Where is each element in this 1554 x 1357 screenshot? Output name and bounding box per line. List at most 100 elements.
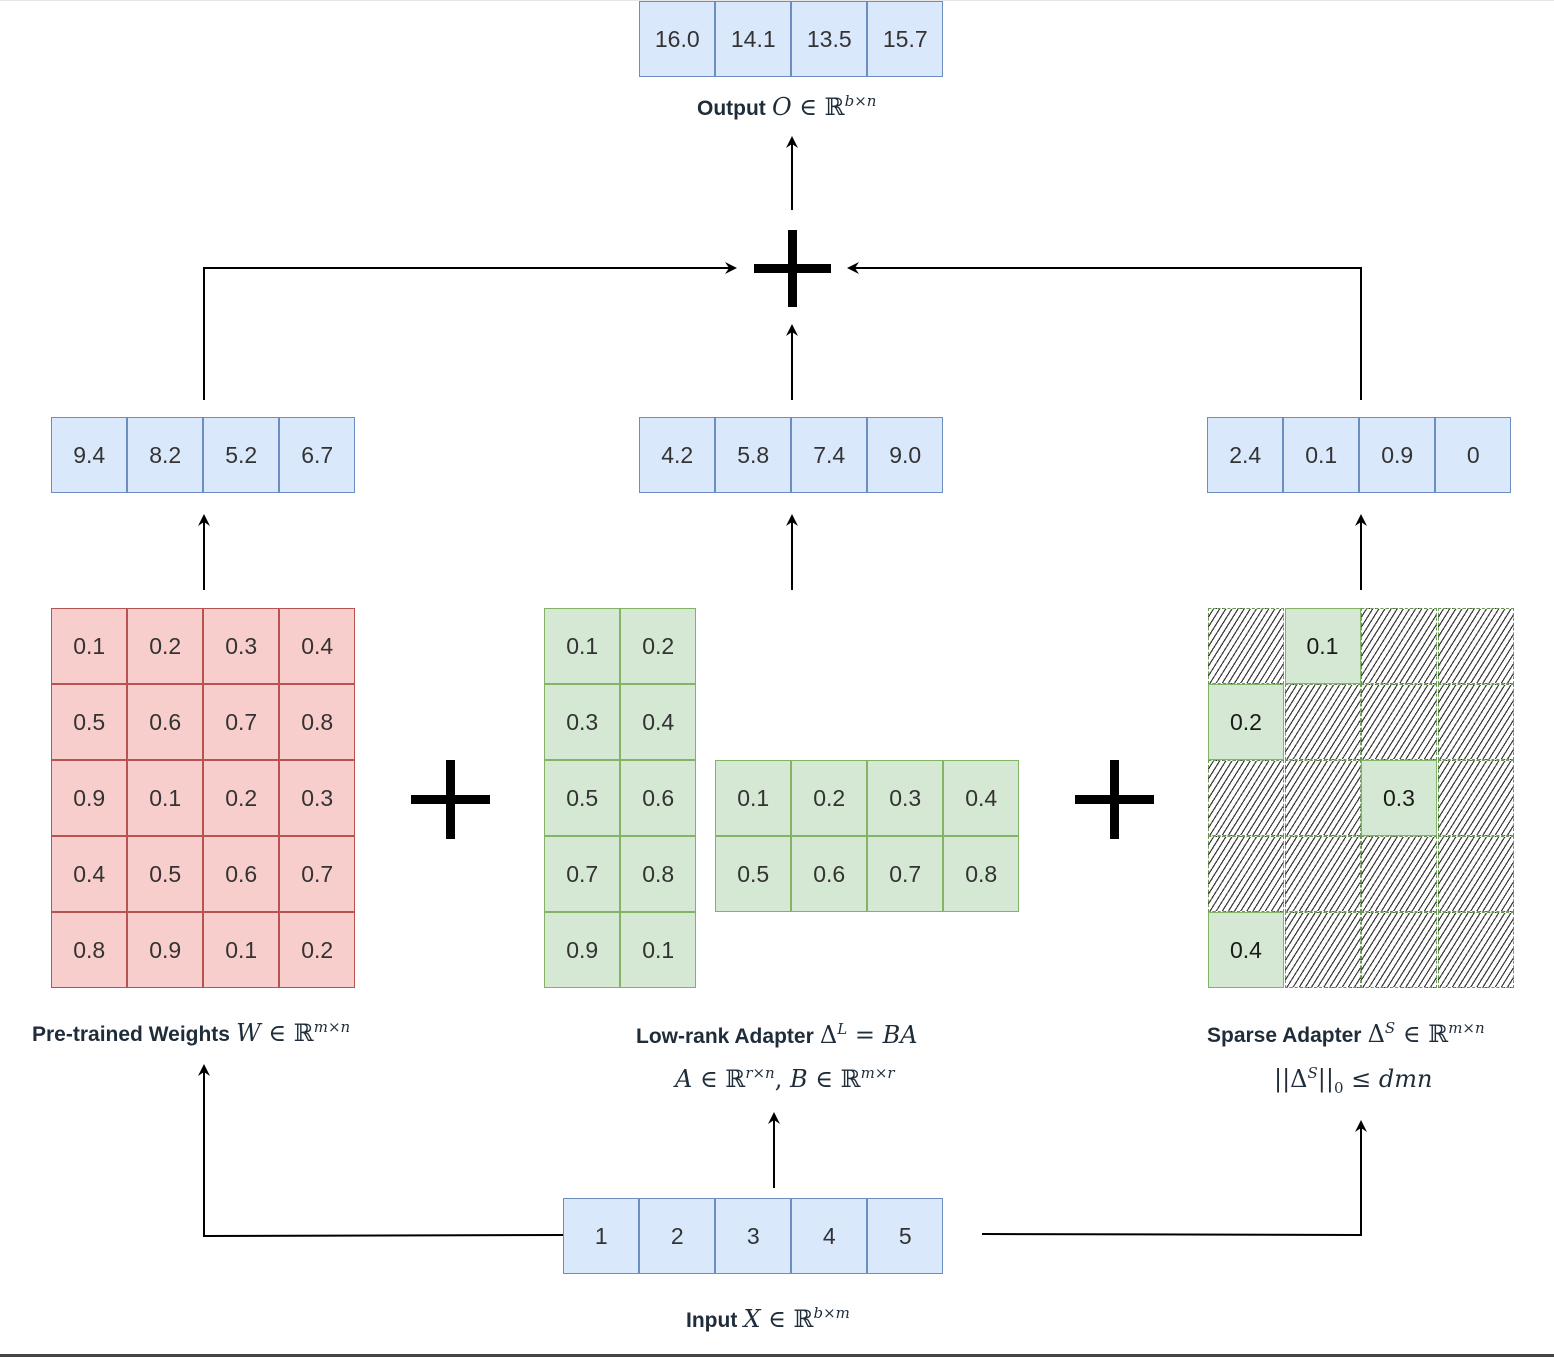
sparse-zero-cell bbox=[1361, 912, 1437, 988]
sparse-value-cell: 0.3 bbox=[1361, 760, 1437, 836]
bottom-border bbox=[0, 1354, 1554, 1357]
lowrank-adapter-label: Low-rank Adapter ΔL = BA bbox=[636, 1020, 918, 1049]
sparse-zero-cell bbox=[1208, 608, 1284, 684]
matrix-cell: 0 bbox=[1435, 417, 1512, 494]
sparse-adapter-formula: ΔS ∈ ℝm×n bbox=[1367, 1019, 1485, 1048]
sparse-zero-cell bbox=[1437, 608, 1514, 684]
sparse-zero-cell bbox=[1437, 836, 1514, 912]
matrix-cell: 0.4 bbox=[620, 684, 697, 761]
lowrank-adapter-formula: ΔL = BA bbox=[819, 1020, 918, 1049]
matrix-cell: 15.7 bbox=[867, 1, 944, 78]
output-label: Output O ∈ ℝb×n bbox=[697, 92, 877, 121]
matrix-cell: 4 bbox=[791, 1198, 868, 1275]
arrow-input-to-pretrained bbox=[198, 1064, 565, 1238]
pretrained-weights-label: Pre-trained Weights W ∈ ℝm×n bbox=[32, 1018, 351, 1047]
arrow-pretrained-to-sum bbox=[203, 262, 737, 400]
matrix-cell: 0.1 bbox=[715, 760, 792, 837]
matrix-cell: 0.2 bbox=[791, 760, 868, 837]
input-formula: X ∈ ℝb×m bbox=[743, 1304, 850, 1333]
sparse-adapter-label: Sparse Adapter ΔS ∈ ℝm×n bbox=[1207, 1019, 1485, 1048]
matrix-cell: 9.0 bbox=[867, 417, 944, 494]
matrix-cell: 0.6 bbox=[791, 836, 868, 913]
matrix-cell: 0.2 bbox=[279, 912, 356, 989]
sparse-value-cell: 0.4 bbox=[1208, 912, 1284, 988]
matrix-cell: 0.3 bbox=[544, 684, 621, 761]
matrix-cell: 0.7 bbox=[867, 836, 944, 913]
sparse-zero-cell bbox=[1437, 760, 1514, 836]
output-formula: O ∈ ℝb×n bbox=[771, 92, 877, 121]
matrix-cell: 9.4 bbox=[51, 417, 128, 494]
matrix-cell: 0.2 bbox=[203, 760, 280, 837]
sparse-adapter-constraint: ||ΔS||0 ≤ dmn bbox=[1274, 1064, 1433, 1097]
sparse-zero-cell bbox=[1284, 684, 1361, 760]
matrix-cell: 0.8 bbox=[943, 836, 1020, 913]
matrix-cell: 4.2 bbox=[639, 417, 716, 494]
matrix-cell: 0.6 bbox=[203, 836, 280, 913]
input-label: Input X ∈ ℝb×m bbox=[686, 1304, 850, 1333]
matrix-cell: 5.2 bbox=[203, 417, 280, 494]
matrix-cell: 2.4 bbox=[1207, 417, 1284, 494]
matrix-cell: 0.5 bbox=[51, 684, 128, 761]
matrix-cell: 14.1 bbox=[715, 1, 792, 78]
matrix-cell: 0.1 bbox=[620, 912, 697, 989]
sparse-zero-cell bbox=[1284, 760, 1361, 836]
matrix-cell: 0.3 bbox=[203, 608, 280, 685]
matrix-cell: 0.6 bbox=[127, 684, 204, 761]
matrix-cell: 13.5 bbox=[791, 1, 868, 78]
top-border bbox=[0, 0, 1554, 1]
matrix-cell: 2 bbox=[639, 1198, 716, 1275]
matrix-cell: 0.5 bbox=[715, 836, 792, 913]
matrix-cell: 0.3 bbox=[279, 760, 356, 837]
matrix-cell: 0.8 bbox=[279, 684, 356, 761]
sparse-zero-cell bbox=[1284, 836, 1361, 912]
sparse-zero-cell bbox=[1208, 836, 1284, 912]
matrix-cell: 0.5 bbox=[544, 760, 621, 837]
matrix-cell: 0.5 bbox=[127, 836, 204, 913]
matrix-cell: 0.1 bbox=[544, 608, 621, 685]
arrow-sparse-to-sum bbox=[847, 262, 1362, 400]
sparse-zero-cell bbox=[1361, 684, 1437, 760]
matrix-cell: 0.1 bbox=[127, 760, 204, 837]
sparse-zero-cell bbox=[1284, 912, 1361, 988]
matrix-cell: 0.3 bbox=[867, 760, 944, 837]
matrix-cell: 0.1 bbox=[1283, 417, 1360, 494]
matrix-cell: 0.4 bbox=[51, 836, 128, 913]
matrix-cell: 0.7 bbox=[203, 684, 280, 761]
pretrained-weights-formula: W ∈ ℝm×n bbox=[236, 1018, 351, 1047]
sparse-zero-cell bbox=[1437, 684, 1514, 760]
matrix-cell: 0.9 bbox=[127, 912, 204, 989]
sparse-value-cell: 0.2 bbox=[1208, 684, 1284, 760]
matrix-cell: 16.0 bbox=[639, 1, 716, 78]
matrix-cell: 6.7 bbox=[279, 417, 356, 494]
arrow-input-to-sparse bbox=[981, 1120, 1367, 1237]
matrix-cell: 0.7 bbox=[544, 836, 621, 913]
matrix-cell: 5.8 bbox=[715, 417, 792, 494]
matrix-cell: 8.2 bbox=[127, 417, 204, 494]
matrix-cell: 0.9 bbox=[544, 912, 621, 989]
matrix-cell: 0.8 bbox=[620, 836, 697, 913]
matrix-cell: 0.2 bbox=[127, 608, 204, 685]
lowrank-adapter-dims: A ∈ ℝr×n, B ∈ ℝm×r bbox=[675, 1064, 895, 1093]
matrix-cell: 0.7 bbox=[279, 836, 356, 913]
matrix-cell: 0.1 bbox=[51, 608, 128, 685]
matrix-cell: 7.4 bbox=[791, 417, 868, 494]
matrix-cell: 0.9 bbox=[51, 760, 128, 837]
sparse-zero-cell bbox=[1437, 912, 1514, 988]
matrix-cell: 0.2 bbox=[620, 608, 697, 685]
sparse-value-cell: 0.1 bbox=[1284, 608, 1361, 684]
matrix-cell: 0.1 bbox=[203, 912, 280, 989]
matrix-cell: 0.4 bbox=[943, 760, 1020, 837]
matrix-cell: 0.9 bbox=[1359, 417, 1436, 494]
matrix-cell: 5 bbox=[867, 1198, 944, 1275]
matrix-cell: 1 bbox=[563, 1198, 640, 1275]
matrix-cell: 3 bbox=[715, 1198, 792, 1275]
sparse-zero-cell bbox=[1361, 836, 1437, 912]
